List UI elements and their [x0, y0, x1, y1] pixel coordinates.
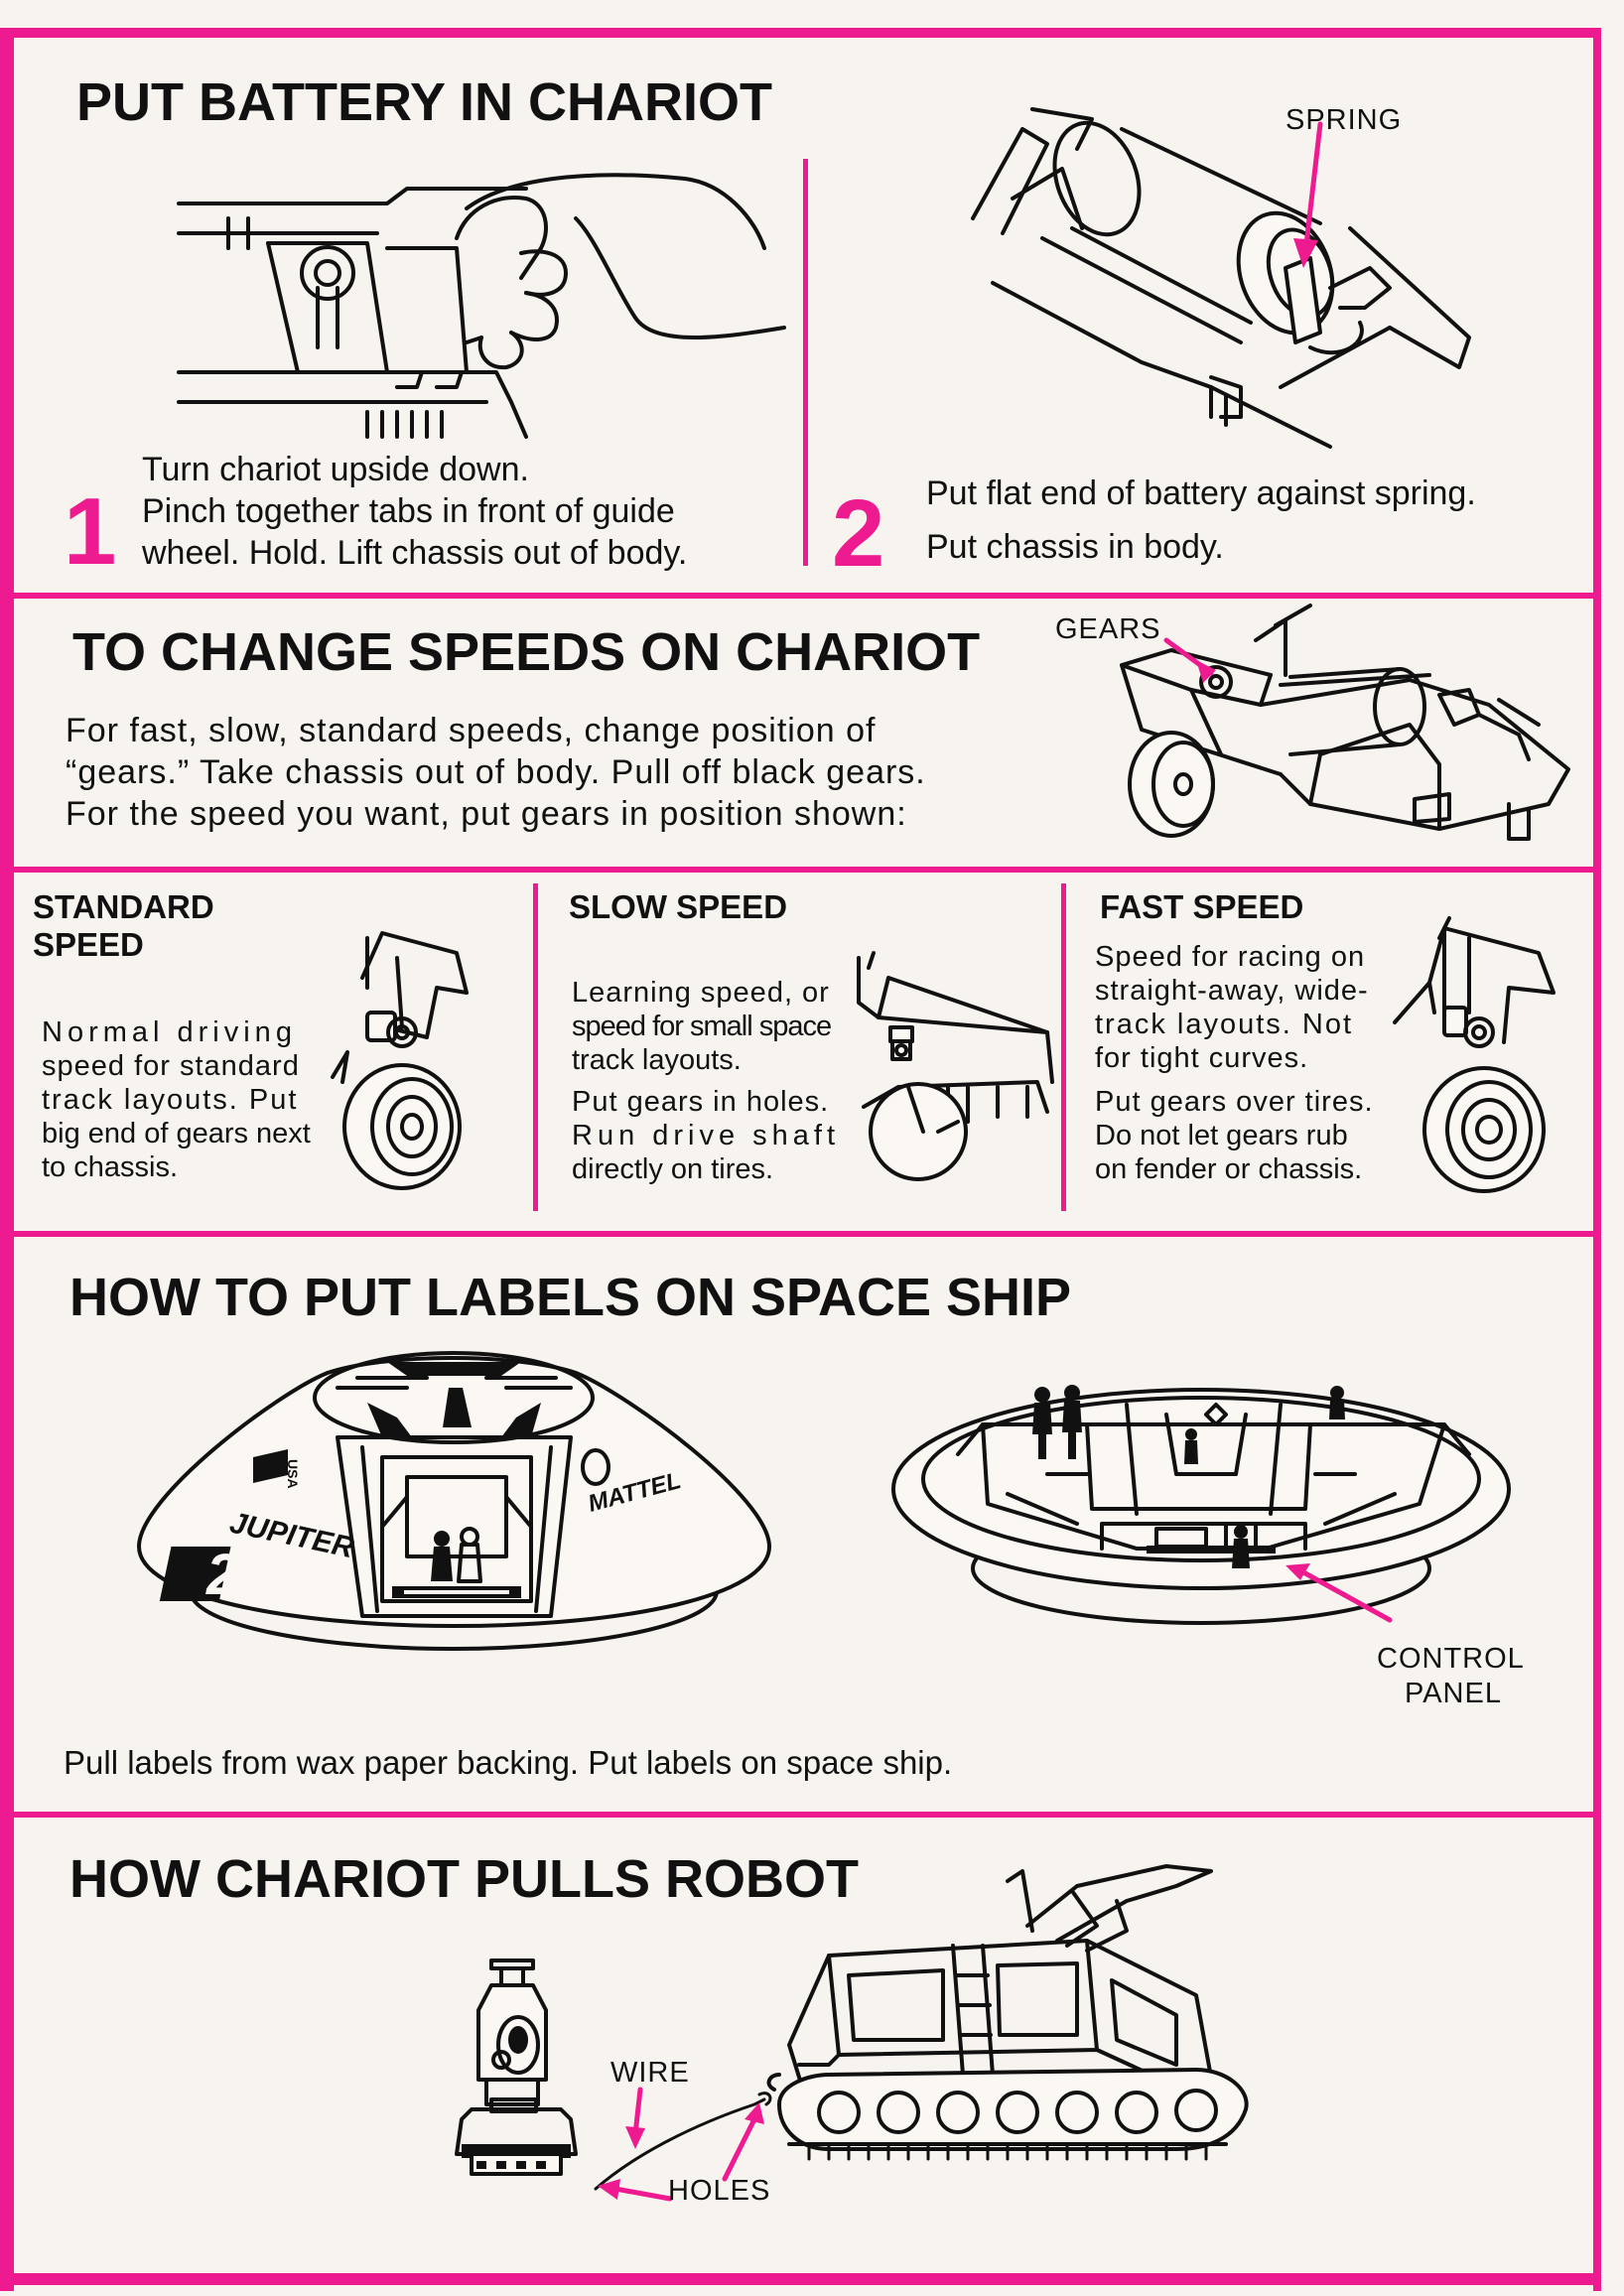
divider-3 — [0, 1231, 1598, 1237]
gears-callout: GEARS — [1055, 613, 1161, 645]
step-1-number: 1 — [64, 478, 117, 585]
holes-label: HOLES — [668, 2175, 771, 2207]
speeds-line-3: For the speed you want, put gears in pos… — [66, 795, 907, 833]
step-2-line-2: Put chassis in body. — [926, 528, 1224, 566]
left-border — [0, 28, 14, 2291]
standard-line-1: Normal driving — [42, 1016, 297, 1048]
battery-spring-illustration — [971, 107, 1471, 449]
step-1-line-1: Turn chariot upside down. — [142, 451, 529, 488]
speed-divider-1 — [533, 883, 538, 1211]
step-1-line-3: wheel. Hold. Lift chassis out of body. — [142, 534, 688, 572]
right-border — [1593, 28, 1601, 2291]
standard-gear-illustration — [331, 931, 469, 1190]
standard-speed-title-1: STANDARD — [33, 888, 214, 925]
fast-line-1: Speed for racing on — [1095, 941, 1366, 973]
fast-line-6: Do not let gears rub — [1095, 1120, 1348, 1151]
slow-line-3: track layouts. — [572, 1044, 742, 1076]
slow-line-4: Put gears in holes. — [572, 1086, 830, 1118]
wire-and-holes-illustration — [594, 2087, 772, 2202]
robot-illustration — [455, 1958, 578, 2176]
space-ship-labeled-illustration: JUPITER USA 2 MATTEL — [137, 1351, 771, 1651]
battery-title: PUT BATTERY IN CHARIOT — [76, 72, 772, 132]
slow-gear-illustration — [857, 951, 1054, 1181]
step-1-line-2: Pinch together tabs in front of guide — [142, 492, 675, 530]
speeds-line-2: “gears.” Take chassis out of body. Pull … — [66, 753, 926, 791]
top-border — [0, 28, 1598, 38]
battery-divider — [803, 159, 808, 566]
slow-line-6: directly on tires. — [572, 1153, 774, 1185]
fast-gear-illustration — [1393, 916, 1556, 1193]
bottom-border — [0, 2273, 1601, 2285]
step-2-number: 2 — [832, 480, 885, 587]
chariot-tank-illustration — [766, 1864, 1249, 2161]
wire-label: WIRE — [610, 2057, 690, 2089]
slow-line-1: Learning speed, or — [572, 977, 830, 1009]
slow-speed-title: SLOW SPEED — [569, 888, 788, 925]
divider-4 — [0, 1812, 1598, 1818]
ship-number-label: 2 — [205, 1543, 238, 1607]
divider-1 — [0, 593, 1598, 599]
chariot-upside-down-illustration — [177, 173, 786, 439]
robot-title: HOW CHARIOT PULLS ROBOT — [69, 1849, 859, 1909]
slow-line-5: Run drive shaft — [572, 1120, 841, 1151]
control-panel-callout-1: CONTROL — [1377, 1643, 1525, 1675]
divider-2 — [0, 867, 1598, 873]
ship-usa-label: USA — [285, 1459, 301, 1489]
speeds-line-1: For fast, slow, standard speeds, change … — [66, 712, 877, 749]
spring-callout: SPRING — [1286, 104, 1403, 136]
labels-instruction: Pull labels from wax paper backing. Put … — [64, 1744, 953, 1781]
standard-line-5: to chassis. — [42, 1151, 178, 1183]
standard-speed-title-2: SPEED — [33, 926, 144, 963]
standard-line-4: big end of gears next — [42, 1118, 311, 1149]
slow-line-2: speed for small space — [572, 1011, 832, 1042]
control-panel-callout-2: PANEL — [1405, 1678, 1502, 1709]
labels-title: HOW TO PUT LABELS ON SPACE SHIP — [69, 1268, 1072, 1327]
fast-line-2: straight-away, wide- — [1095, 975, 1369, 1007]
fast-line-5: Put gears over tires. — [1095, 1086, 1374, 1118]
space-ship-interior-illustration — [891, 1385, 1511, 1625]
step-2-line-1: Put flat end of battery against spring. — [926, 474, 1476, 512]
standard-line-2: speed for standard — [42, 1050, 300, 1082]
speed-divider-2 — [1061, 883, 1066, 1211]
standard-line-3: track layouts. Put — [42, 1084, 299, 1116]
fast-line-3: track layouts. Not — [1095, 1009, 1354, 1040]
fast-line-7: on fender or chassis. — [1095, 1153, 1363, 1185]
chassis-gears-illustration — [1120, 604, 1570, 841]
fast-speed-title: FAST SPEED — [1100, 888, 1304, 925]
fast-line-4: for tight curves. — [1095, 1042, 1309, 1074]
speeds-title: TO CHANGE SPEEDS ON CHARIOT — [72, 622, 981, 682]
